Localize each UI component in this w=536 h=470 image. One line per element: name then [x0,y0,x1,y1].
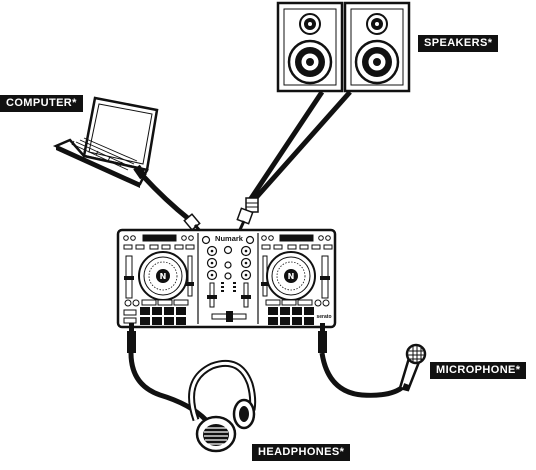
computer-label: COMPUTER* [0,95,83,112]
speaker-cable [236,90,352,235]
microphone-label: MICROPHONE* [430,362,527,379]
dj-controller-icon: N Numark [116,228,337,329]
headphones-icon [188,359,257,453]
controller-brand: Numark [215,234,244,243]
speaker-left-icon [276,1,344,93]
headphones-label: HEADPHONES* [252,444,351,461]
microphone-cable [318,323,406,398]
microphone-icon [398,343,427,392]
svg-text:N: N [288,272,295,281]
svg-text:N: N [160,272,167,281]
speaker-right-icon [343,1,411,93]
usb-cable [133,164,202,232]
speakers-label: SPEAKERS* [418,35,499,52]
laptop-icon [52,96,159,188]
serato-logo: serato [316,314,331,320]
